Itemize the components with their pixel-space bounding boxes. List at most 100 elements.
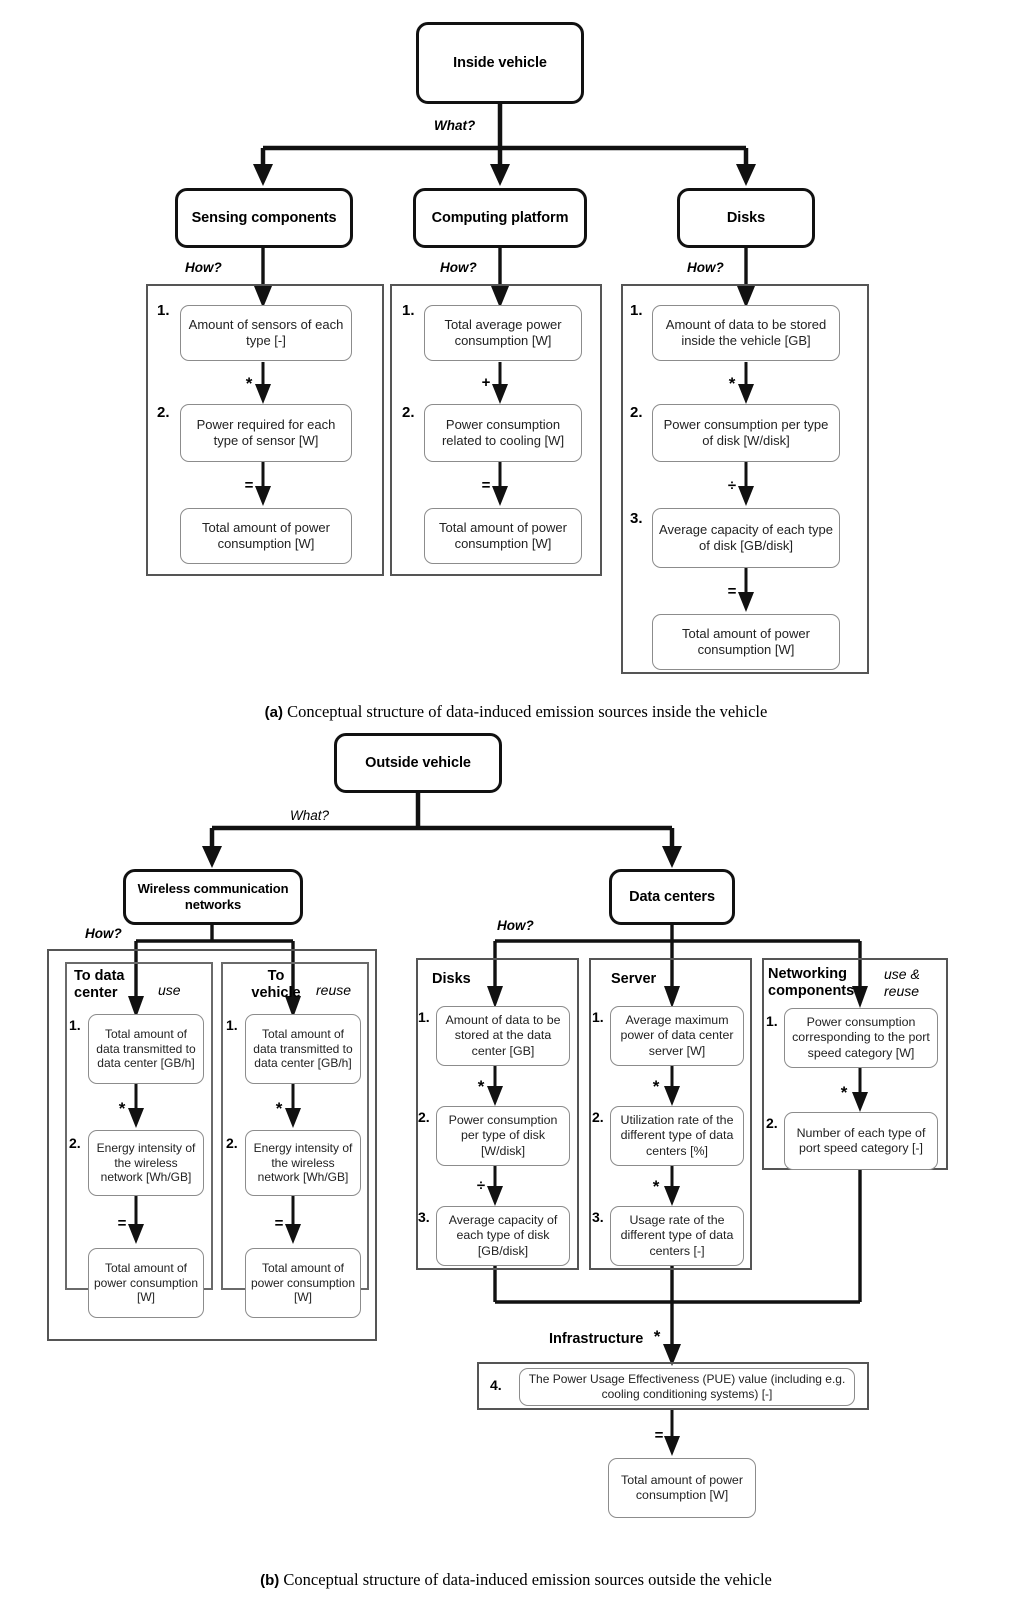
leaf-a2-step1: Total average power consumption [W]: [424, 305, 582, 361]
leaf-a3-result: Total amount of power consumption [W]: [652, 614, 840, 670]
edge-label-how-computing: How?: [440, 260, 477, 275]
leaf-b-w1-step2: Energy intensity of the wireless network…: [88, 1130, 204, 1196]
node-inside-vehicle-label: Inside vehicle: [453, 54, 547, 71]
step-number-b-d3-2: 2.: [766, 1115, 778, 1131]
frame-wireless-col-to-vehicle: [221, 962, 369, 1290]
leaf-a1-step2: Power required for each type of sensor […: [180, 404, 352, 462]
step-number-a3-1: 1.: [630, 302, 643, 319]
caption-figure-a: (a) Conceptual structure of data-induced…: [0, 702, 1032, 722]
operator-b-w2-2: =: [274, 1215, 284, 1232]
step-number-b-d3-1: 1.: [766, 1013, 778, 1029]
leaf-a3-step1: Amount of data to be stored inside the v…: [652, 305, 840, 361]
leaf-a2-step2: Power consumption related to cooling [W]: [424, 404, 582, 462]
leaf-a1-step1: Amount of sensors of each type [-]: [180, 305, 352, 361]
infrastructure-label: Infrastructure: [549, 1331, 644, 1347]
node-wireless-networks: Wireless communication networks: [123, 869, 303, 925]
step-number-a2-2: 2.: [402, 404, 415, 421]
step-number-b-w2-1: 1.: [226, 1017, 238, 1033]
step-number-a1-2: 2.: [157, 404, 170, 421]
frame-sensing-components: [146, 284, 384, 576]
leaf-b-d3-step1: Power consumption corresponding to the p…: [784, 1008, 938, 1068]
step-number-a3-3: 3.: [630, 510, 643, 527]
dc-server-heading: Server: [611, 971, 657, 987]
node-outside-vehicle-label: Outside vehicle: [365, 754, 471, 771]
node-data-centers: Data centers: [609, 869, 735, 925]
step-number-b-d2-1: 1.: [592, 1009, 604, 1025]
wireless-col2-heading: To vehicle: [251, 968, 301, 1001]
caption-b-text: Conceptual structure of data-induced emi…: [283, 1570, 772, 1589]
step-number-a3-2: 2.: [630, 404, 643, 421]
caption-b-tag: (b): [260, 1572, 280, 1589]
leaf-b-d3-step2: Number of each type of port speed catego…: [784, 1112, 938, 1170]
leaf-b-d2-step2: Utilization rate of the different type o…: [610, 1106, 744, 1166]
caption-a-text: Conceptual structure of data-induced emi…: [287, 702, 768, 721]
leaf-a3-step2: Power consumption per type of disk [W/di…: [652, 404, 840, 462]
frame-disks-inside: [621, 284, 869, 674]
operator-b-final: =: [654, 1427, 664, 1444]
edge-label-how-wireless: How?: [85, 926, 122, 941]
leaf-a3-step3: Average capacity of each type of disk [G…: [652, 508, 840, 568]
operator-b-d1-1: *: [477, 1077, 485, 1096]
frame-computing-platform: [390, 284, 602, 576]
node-inside-vehicle: Inside vehicle: [416, 22, 584, 104]
step-number-b-d1-3: 3.: [418, 1209, 430, 1225]
leaf-b-d1-step3: Average capacity of each type of disk [G…: [436, 1206, 570, 1266]
edge-label-how-disks-inside: How?: [687, 260, 724, 275]
caption-figure-b: (b) Conceptual structure of data-induced…: [0, 1570, 1032, 1590]
frame-dc-disks: [416, 958, 579, 1270]
leaf-b-w2-result: Total amount of power consumption [W]: [245, 1248, 361, 1318]
operator-a1-2: =: [244, 477, 254, 494]
wireless-col1-mode: use: [158, 982, 181, 998]
step-number-b-d1-2: 2.: [418, 1109, 430, 1125]
leaf-b-d2-step3: Usage rate of the different type of data…: [610, 1206, 744, 1266]
leaf-b-final-result: Total amount of power consumption [W]: [608, 1458, 756, 1518]
operator-a3-3: =: [727, 583, 737, 600]
node-sensing-components: Sensing components: [175, 188, 353, 248]
frame-dc-server: [589, 958, 752, 1270]
step-number-b-d2-3: 3.: [592, 1209, 604, 1225]
operator-b-d3-1: *: [840, 1083, 848, 1102]
operator-a2-1: +: [481, 374, 491, 391]
edge-label-what-a: What?: [434, 118, 476, 133]
node-computing-platform: Computing platform: [413, 188, 587, 248]
step-number-b-w1-2: 2.: [69, 1135, 81, 1151]
operator-a1-1: *: [245, 374, 253, 393]
operator-a2-2: =: [481, 477, 491, 494]
leaf-b-d1-step1: Amount of data to be stored at the data …: [436, 1006, 570, 1066]
operator-a3-2: ÷: [727, 477, 737, 494]
dc-disks-heading: Disks: [432, 971, 471, 987]
frame-wireless-outer: [47, 949, 377, 1341]
step-number-b-w1-1: 1.: [69, 1017, 81, 1033]
edge-label-how-sensing: How?: [185, 260, 222, 275]
wireless-col1-heading: To data center: [74, 968, 125, 1001]
step-number-b-d2-2: 2.: [592, 1109, 604, 1125]
caption-a-tag: (a): [264, 704, 284, 721]
frame-infrastructure: [477, 1362, 869, 1410]
operator-b-w2-1: *: [275, 1099, 283, 1118]
leaf-b-w2-step1: Total amount of data transmitted to data…: [245, 1014, 361, 1084]
node-outside-vehicle: Outside vehicle: [334, 733, 502, 793]
leaf-a1-result: Total amount of power consumption [W]: [180, 508, 352, 564]
step-number-b-w2-2: 2.: [226, 1135, 238, 1151]
frame-wireless-col-to-data-center: [65, 962, 213, 1290]
operator-b-d2-2: *: [652, 1177, 660, 1196]
step-number-a2-1: 1.: [402, 302, 415, 319]
leaf-b-pue: The Power Usage Effectiveness (PUE) valu…: [519, 1368, 855, 1406]
operator-b-w1-1: *: [118, 1099, 126, 1118]
node-disks-inside: Disks: [677, 188, 815, 248]
step-number-a1-1: 1.: [157, 302, 170, 319]
operator-b-w1-2: =: [117, 1215, 127, 1232]
leaf-b-d1-step2: Power consumption per type of disk [W/di…: [436, 1106, 570, 1166]
leaf-b-d2-step1: Average maximum power of data center ser…: [610, 1006, 744, 1066]
dc-networking-heading: Networking components: [768, 966, 855, 1000]
leaf-b-w1-step1: Total amount of data transmitted to data…: [88, 1014, 204, 1084]
step-number-b-d1-1: 1.: [418, 1009, 430, 1025]
edge-label-what-b: What?: [290, 808, 330, 823]
dc-networking-mode: use & reuse: [884, 966, 920, 999]
leaf-a2-result: Total amount of power consumption [W]: [424, 508, 582, 564]
wireless-col2-mode: reuse: [316, 982, 352, 998]
leaf-b-w2-step2: Energy intensity of the wireless network…: [245, 1130, 361, 1196]
operator-b-d2-1: *: [652, 1077, 660, 1096]
leaf-b-w1-result: Total amount of power consumption [W]: [88, 1248, 204, 1318]
operator-b-d1-2: ÷: [476, 1177, 486, 1194]
